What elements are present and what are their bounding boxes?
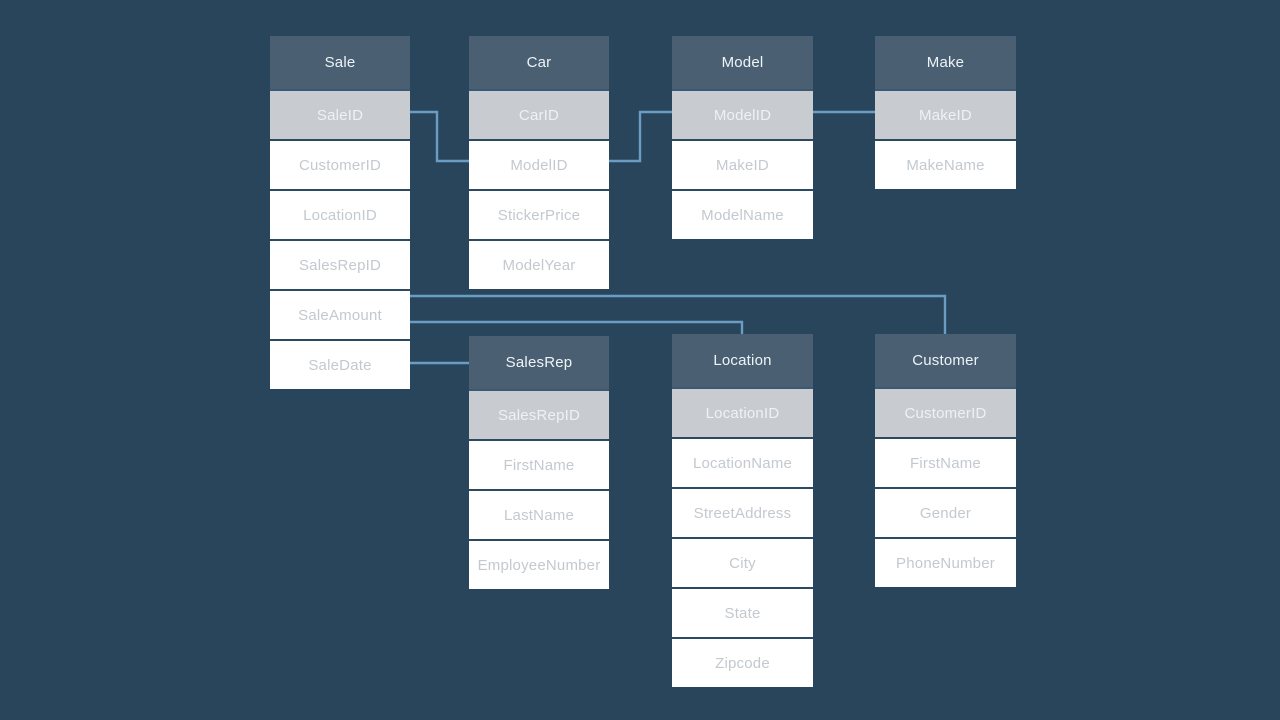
entity-table-title: SalesRep <box>469 336 609 389</box>
field-zipcode[interactable]: Zipcode <box>672 637 813 687</box>
primary-key-field-locationid[interactable]: LocationID <box>672 387 813 437</box>
field-customerid[interactable]: CustomerID <box>270 139 410 189</box>
field-makename[interactable]: MakeName <box>875 139 1016 189</box>
field-modelyear[interactable]: ModelYear <box>469 239 609 289</box>
field-modelid[interactable]: ModelID <box>469 139 609 189</box>
entity-table-title: Make <box>875 36 1016 89</box>
connector-sale-to-customer <box>409 294 947 336</box>
field-state[interactable]: State <box>672 587 813 637</box>
field-gender[interactable]: Gender <box>875 487 1016 537</box>
field-saleamount[interactable]: SaleAmount <box>270 289 410 339</box>
entity-table-title: Location <box>672 334 813 387</box>
field-streetaddress[interactable]: StreetAddress <box>672 487 813 537</box>
field-stickerprice[interactable]: StickerPrice <box>469 189 609 239</box>
field-makeid[interactable]: MakeID <box>672 139 813 189</box>
field-saledate[interactable]: SaleDate <box>270 339 410 389</box>
primary-key-field-saleid[interactable]: SaleID <box>270 89 410 139</box>
entity-table-title: Sale <box>270 36 410 89</box>
field-modelname[interactable]: ModelName <box>672 189 813 239</box>
primary-key-field-makeid[interactable]: MakeID <box>875 89 1016 139</box>
primary-key-field-salesrepid[interactable]: SalesRepID <box>469 389 609 439</box>
field-firstname[interactable]: FirstName <box>469 439 609 489</box>
field-locationid[interactable]: LocationID <box>270 189 410 239</box>
field-lastname[interactable]: LastName <box>469 489 609 539</box>
entity-table-title: Car <box>469 36 609 89</box>
field-salesrepid[interactable]: SalesRepID <box>270 239 410 289</box>
entity-table-title: Customer <box>875 334 1016 387</box>
connector-car-modelid-to-model-modelid <box>606 110 674 163</box>
primary-key-field-customerid[interactable]: CustomerID <box>875 387 1016 437</box>
primary-key-field-modelid[interactable]: ModelID <box>672 89 813 139</box>
entity-table-title: Model <box>672 36 813 89</box>
connector-sale-saleid-to-car-modelid <box>403 110 471 163</box>
connector-sale-to-location <box>409 320 744 336</box>
field-locationname[interactable]: LocationName <box>672 437 813 487</box>
primary-key-field-carid[interactable]: CarID <box>469 89 609 139</box>
field-employeenumber[interactable]: EmployeeNumber <box>469 539 609 589</box>
field-phonenumber[interactable]: PhoneNumber <box>875 537 1016 587</box>
field-firstname[interactable]: FirstName <box>875 437 1016 487</box>
field-city[interactable]: City <box>672 537 813 587</box>
